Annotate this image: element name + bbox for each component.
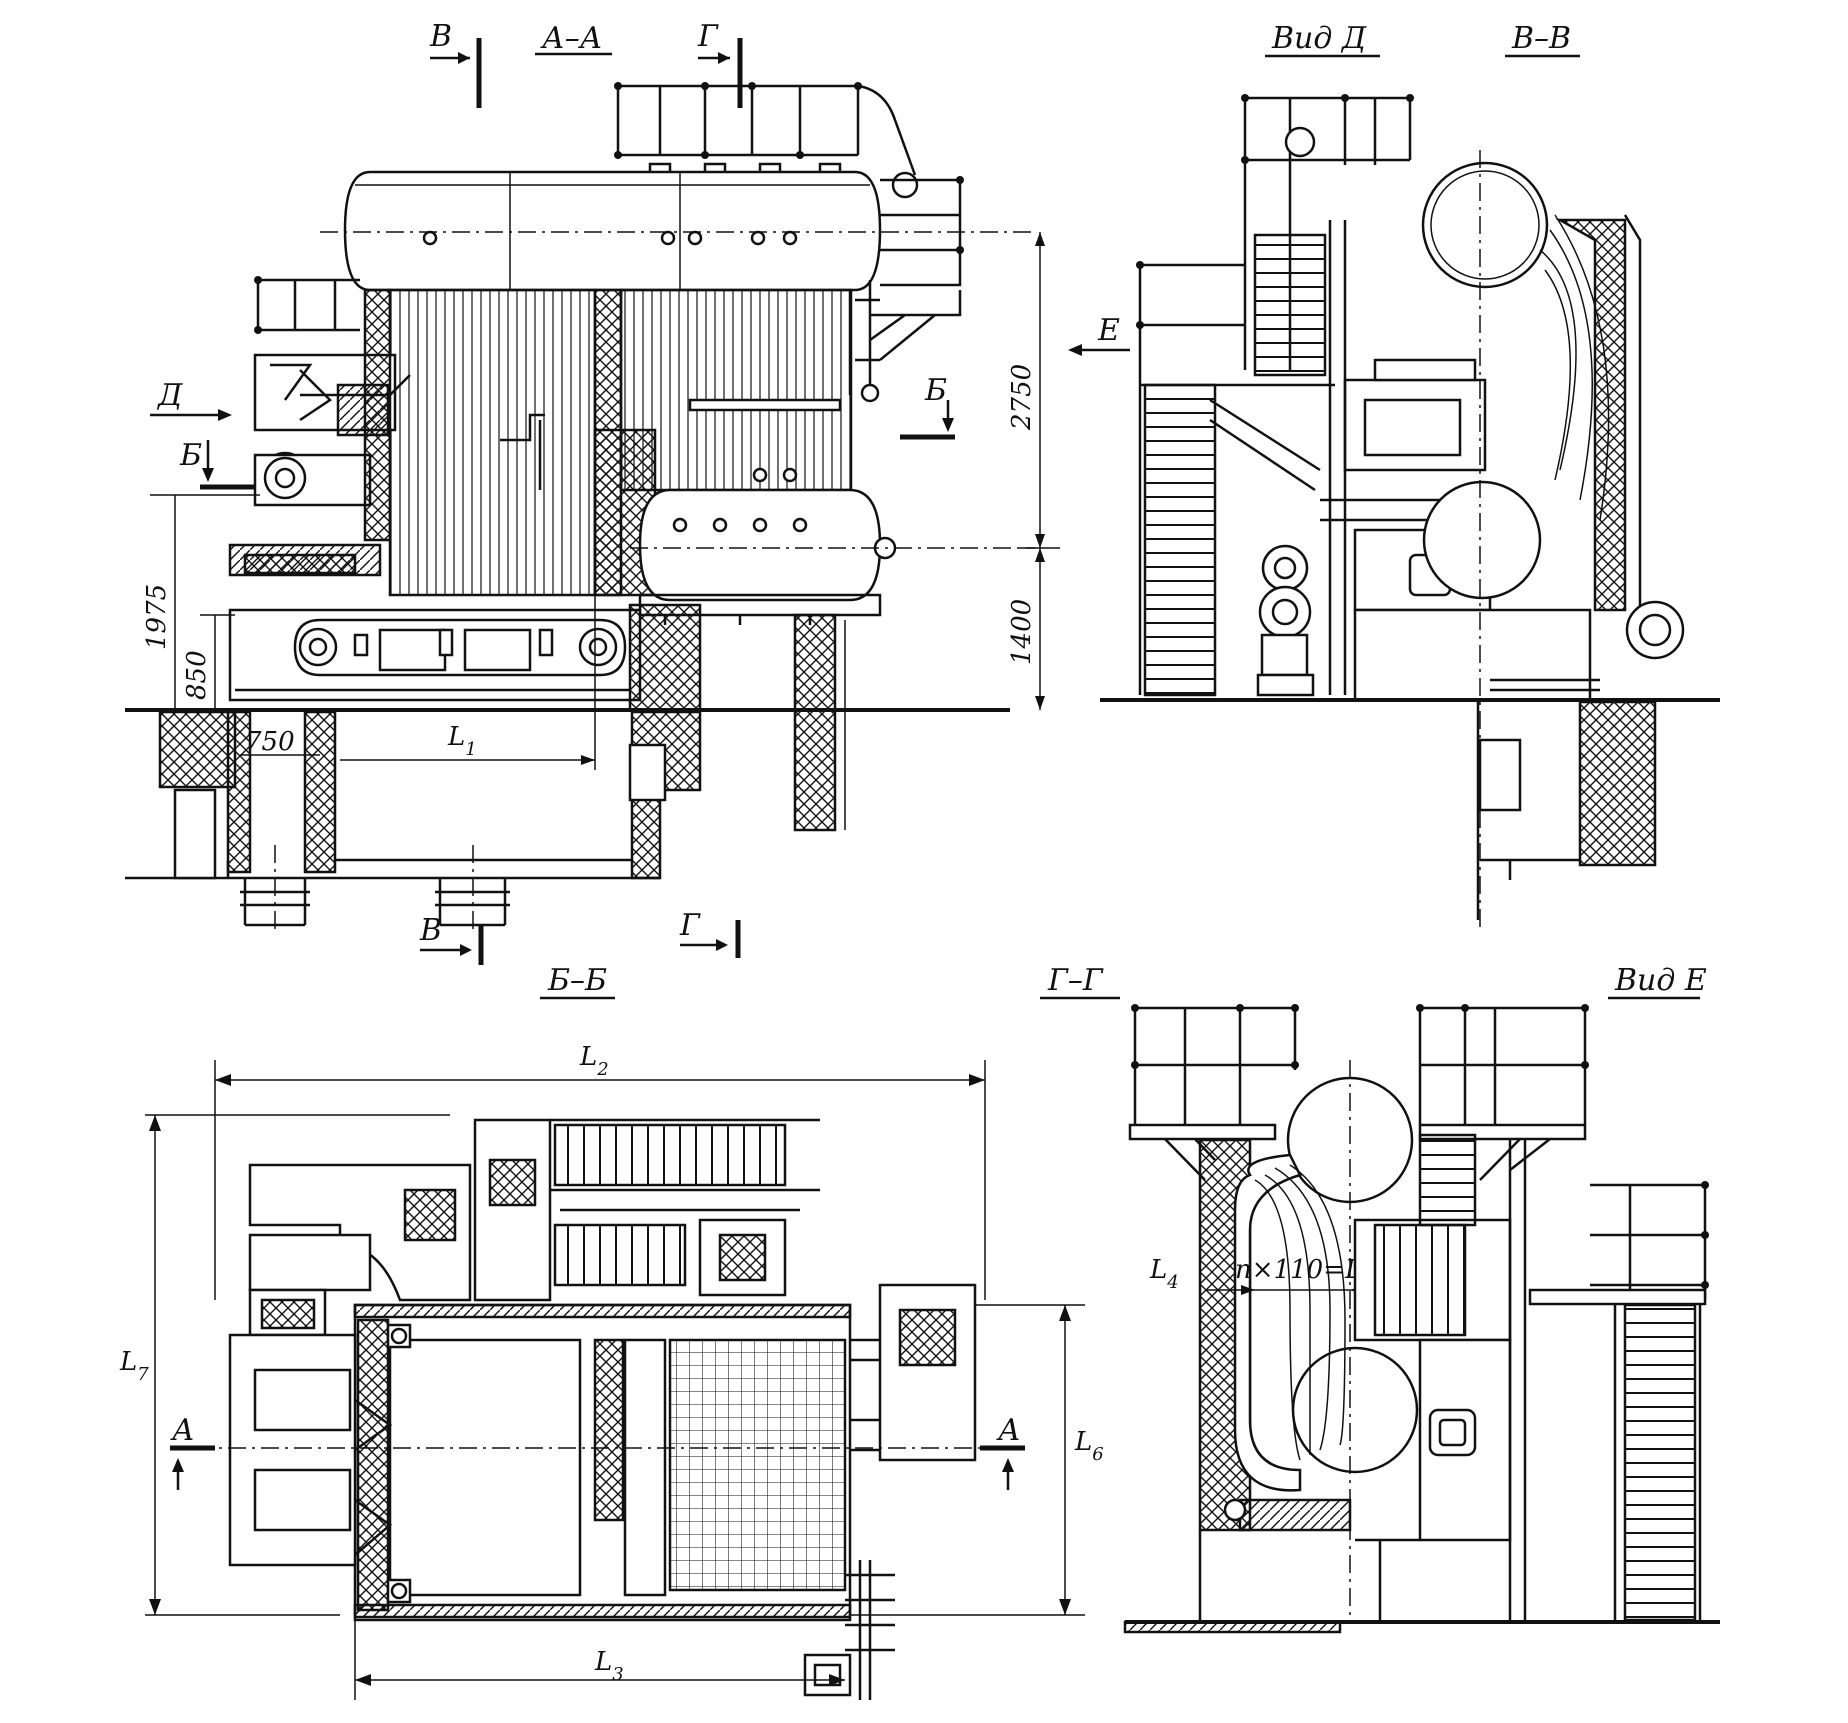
view-d-section-vv: Вид Д В–В [1100, 21, 1720, 930]
svg-text:L4: L4 [1149, 1255, 1179, 1293]
lower-drum [638, 467, 897, 602]
rear-column [793, 613, 837, 832]
upper-drum-vv [1421, 161, 1549, 289]
svg-text:L2: L2 [579, 1042, 609, 1080]
base-unit [1353, 608, 1592, 702]
middle-tube-bank-gg [1373, 1223, 1467, 1337]
section-gg-title: Г–Г [1047, 963, 1104, 998]
view-e-piping [1590, 1183, 1707, 1300]
dim-1400: 1400 [1007, 599, 1037, 665]
foundation-vv [1578, 700, 1657, 867]
top-piping-frame [614, 82, 919, 199]
view-d-title: Вид Д [1271, 21, 1367, 56]
arrow-head [458, 52, 470, 64]
dim-l1-sub: 1 [465, 739, 476, 760]
rear-tube-bank [619, 288, 853, 492]
dim-850: 850 [182, 650, 212, 700]
svg-text:L3: L3 [594, 1647, 624, 1685]
pump [1256, 544, 1315, 697]
lower-drum-vv [1422, 480, 1542, 600]
support-bracket [869, 290, 962, 361]
arrow-b-left-label: Б [179, 438, 202, 473]
upper-stairs [1253, 233, 1327, 377]
baffle [500, 413, 545, 442]
pressure-gauge [1284, 126, 1316, 158]
dim-l4-sub: 4 [1166, 1272, 1178, 1293]
section-aa: А–А В Г [125, 19, 1130, 965]
dim-1975: 1975 [142, 584, 172, 650]
boiler-tubes-vv [1539, 214, 1610, 521]
dim-l7-sub: 7 [137, 1364, 149, 1385]
dim-l6: L [1074, 1427, 1092, 1457]
side-wall-vv [1555, 218, 1627, 612]
dim-l5-formula: n×110=L [1235, 1255, 1362, 1285]
gg-piping-right [1418, 1006, 1587, 1125]
left-stairs [1143, 383, 1217, 697]
economizer-tubes-mid [553, 1223, 687, 1287]
dim-l6-sub: 6 [1092, 1444, 1103, 1465]
arrow-b-right-label: Б [924, 373, 947, 408]
dim-2750: 2750 [1007, 364, 1037, 431]
arrow-head [718, 52, 730, 64]
cut-marker-v-bottom: В [419, 913, 442, 948]
dim-l3-sub: 3 [612, 1664, 623, 1685]
dim-l1: L [447, 722, 465, 752]
dim-l7: L [119, 1347, 137, 1377]
combustion-chamber [388, 1338, 582, 1597]
arrow-d-label: Д [156, 378, 183, 413]
dimensions-aa: 1975 850 750 L1 2750 1400 [142, 232, 1060, 770]
fuel-feeder [253, 276, 411, 542]
side-header [688, 398, 842, 412]
arrow-e-label: Е [1097, 313, 1120, 348]
dim-l4: L [1149, 1255, 1167, 1285]
economizer-tubes-top [553, 1123, 787, 1187]
dim-l2-sub: 2 [596, 1059, 608, 1080]
cut-marker-g-top: Г [697, 19, 719, 54]
dim-l3: L [594, 1647, 612, 1677]
convective-grid [668, 1338, 847, 1592]
chain-grate [228, 543, 642, 702]
gg-piping-left [1133, 1006, 1297, 1125]
cut-marker-a-right: А [996, 1413, 1021, 1448]
view-e-title: Вид Е [1614, 963, 1707, 998]
section-vv-title: В–В [1511, 21, 1571, 56]
section-aa-title: А–А [540, 21, 602, 56]
front-tube-bank [388, 288, 597, 597]
section-bb: Б–Б L2 L7 [119, 963, 1104, 1700]
boiler-tubes-gg [1254, 1164, 1346, 1461]
hatched-block [488, 1158, 537, 1207]
floor-and-pit [125, 708, 1010, 930]
svg-text:L6: L6 [1074, 1427, 1104, 1465]
right-stairs [1623, 1303, 1697, 1622]
upper-drum [343, 162, 882, 292]
cut-marker-a-left: А [170, 1413, 195, 1448]
lower-drum-gg [1291, 1346, 1419, 1474]
section-gg-view-e: Г–Г Вид Е L4 n×110=L560 [1040, 963, 1720, 1634]
dim-l2: L [579, 1042, 597, 1072]
dim-750: 750 [245, 727, 295, 757]
cut-marker-v-top: В [429, 19, 452, 54]
section-bb-title: Б–Б [547, 963, 607, 998]
cut-marker-g-bottom: Г [679, 908, 701, 943]
svg-text:L1: L1 [447, 722, 477, 760]
svg-text:L7: L7 [119, 1347, 149, 1385]
